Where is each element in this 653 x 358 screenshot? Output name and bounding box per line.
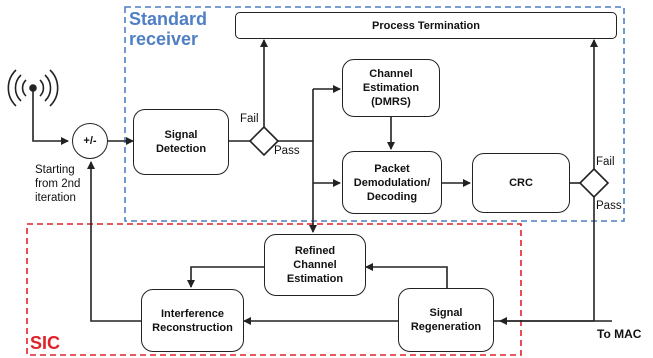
sic-region [26,223,522,356]
detection-decision-diamond [248,125,280,157]
channel-estimation-block: Channel Estimation (DMRS) [342,59,440,117]
starting-iteration-note: Starting from 2nd iteration [35,164,81,204]
pass-label-detection: Pass [274,145,300,157]
fail-label-detection: Fail [240,113,259,125]
signal-regeneration-block: Signal Regeneration [398,288,494,352]
packet-demodulation-block: Packet Demodulation/ Decoding [342,151,442,214]
process-termination-block: Process Termination [235,12,617,39]
sic-title: SIC [30,333,61,353]
crc-decision-diamond [578,167,610,199]
crc-block: CRC [472,153,570,213]
standard-receiver-region [124,6,625,222]
pass-label-crc: Pass [596,200,622,212]
interference-reconstruction-block: Interference Reconstruction [141,289,244,352]
sum-node: +/- [72,123,108,159]
to-mac-label: To MAC [597,327,642,341]
fail-label-crc: Fail [596,156,615,168]
standard-receiver-title: Standard receiver [129,9,208,49]
antenna-icon [7,69,59,107]
refined-channel-estimation-block: Refined Channel Estimation [264,234,366,296]
signal-detection-block: Signal Detection [133,109,229,175]
